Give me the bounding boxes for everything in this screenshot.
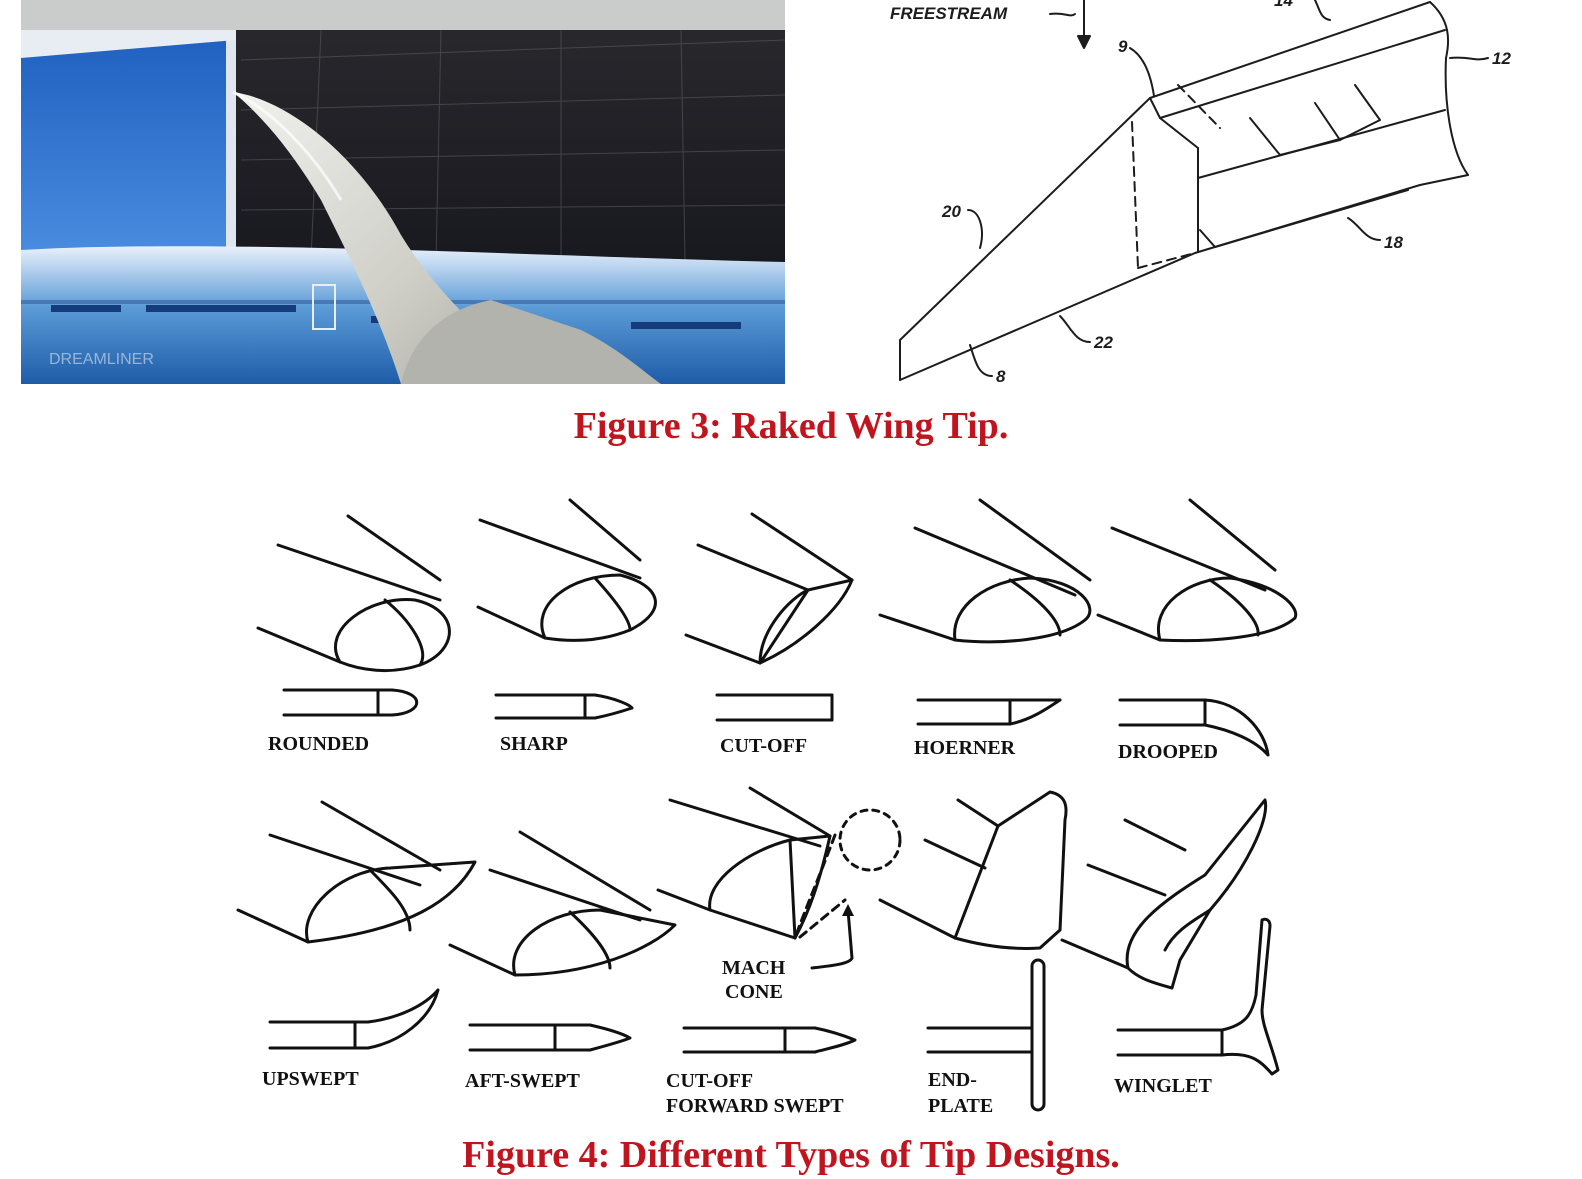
tip-winglet-side xyxy=(1116,917,1280,1076)
label-aftswept: AFT-SWEPT xyxy=(465,1070,581,1092)
raked-wingtip-patent-drawing: FREESTREAM 9 14 12 20 18 22 8 xyxy=(860,0,1560,400)
label-12: 12 xyxy=(1492,49,1511,68)
raked-wingtip-photo: DREAMLINER xyxy=(21,0,785,384)
tip-aftswept-perspective xyxy=(448,830,677,977)
tip-drooped-perspective xyxy=(1096,498,1298,643)
label-14: 14 xyxy=(1274,0,1293,10)
tip-rounded-side xyxy=(282,688,419,717)
label-20: 20 xyxy=(941,202,961,221)
tip-winglet-perspective xyxy=(1060,798,1268,990)
label-freestream: FREESTREAM xyxy=(890,4,1008,23)
label-cone: CONE xyxy=(725,981,783,1003)
tip-drooped-side xyxy=(1118,698,1270,757)
tip-sharp-side xyxy=(494,693,634,720)
label-hoerner: HOERNER xyxy=(914,737,1016,759)
label-cutoff-fs-2: FORWARD SWEPT xyxy=(666,1095,844,1117)
tip-cutoff-forwardswept-side xyxy=(682,1026,857,1054)
label-drooped: DROOPED xyxy=(1118,741,1218,763)
tip-upswept-side xyxy=(268,988,440,1050)
label-endplate-1: END- xyxy=(928,1069,977,1091)
tip-upswept-perspective xyxy=(236,800,477,944)
tip-endplate-side xyxy=(926,958,1046,1112)
tip-hoerner-side xyxy=(916,698,1062,726)
label-cutoff: CUT-OFF xyxy=(720,735,807,757)
figure-4-caption: Figure 4: Different Types of Tip Designs… xyxy=(462,1134,1120,1176)
label-endplate-2: PLATE xyxy=(928,1095,993,1117)
label-winglet: WINGLET xyxy=(1114,1075,1212,1097)
tip-cutoff-perspective xyxy=(684,512,854,665)
figure-3-caption: Figure 3: Raked Wing Tip. xyxy=(573,405,1009,447)
tip-designs-figure: ROUNDED SHARP CUT-OFF HOERNER DROOPED xyxy=(0,490,1582,1130)
tip-hoerner-perspective xyxy=(878,498,1092,644)
label-cutoff-fs-1: CUT-OFF xyxy=(666,1070,753,1092)
label-mach: MACH xyxy=(722,957,786,979)
tip-aftswept-side xyxy=(468,1023,632,1052)
label-22: 22 xyxy=(1093,333,1113,352)
tip-cutoff-forwardswept-perspective xyxy=(656,786,902,940)
label-rounded: ROUNDED xyxy=(268,733,369,755)
label-sharp: SHARP xyxy=(500,733,568,755)
dreamliner-watermark: DREAMLINER xyxy=(49,351,154,368)
label-18: 18 xyxy=(1384,233,1403,252)
tip-rounded-perspective xyxy=(256,514,451,673)
tip-sharp-perspective xyxy=(476,498,657,642)
label-upswept: UPSWEPT xyxy=(262,1068,359,1090)
tip-cutoff-side xyxy=(715,693,834,722)
tip-endplate-perspective xyxy=(878,790,1068,950)
label-9: 9 xyxy=(1118,37,1128,56)
label-8: 8 xyxy=(996,367,1006,386)
